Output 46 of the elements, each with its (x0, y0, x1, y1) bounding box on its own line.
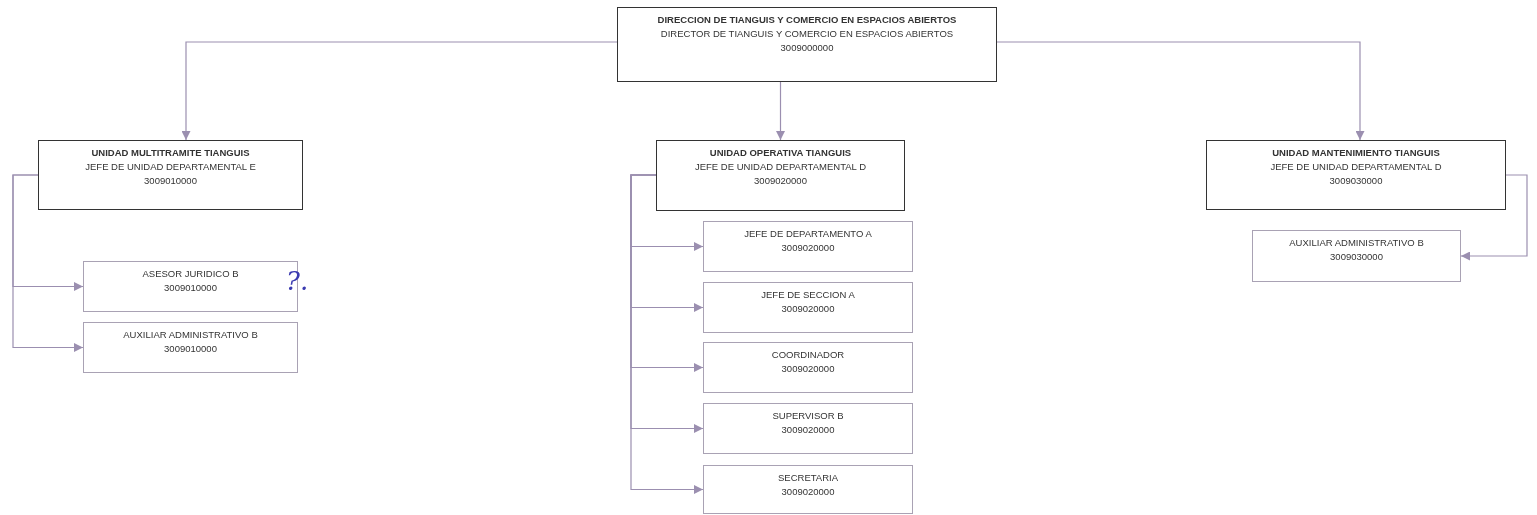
position-code: 3009020000 (780, 362, 836, 376)
position-box (703, 465, 913, 514)
unit-box (38, 140, 303, 210)
unit-title: COORDINADOR (770, 348, 846, 362)
unit-box (1206, 140, 1506, 210)
connector-arrow (181, 41, 618, 141)
position-code: 3009010000 (163, 281, 218, 295)
position-code: 3009000000 (779, 41, 835, 55)
unit-title: UNIDAD OPERATIVA TIANGUIS (708, 146, 853, 160)
position-box (703, 282, 913, 333)
position-code: 3009020000 (753, 174, 808, 188)
unit-box (617, 7, 997, 82)
unit-title: SUPERVISOR B (771, 409, 845, 423)
position-title: DIRECTOR DE TIANGUIS Y COMERCIO EN ESPACIOS ABIERTOS (659, 27, 955, 41)
position-code: 3009010000 (143, 174, 198, 188)
position-box (703, 221, 913, 272)
position-box (1252, 230, 1461, 282)
unit-box (656, 140, 905, 211)
position-title: JEFE DE UNIDAD DEPARTAMENTAL E (84, 160, 257, 174)
handwritten-note: ?. (286, 266, 309, 296)
unit-title: AUXILIAR ADMINISTRATIVO B (1288, 236, 1425, 250)
position-box (83, 322, 298, 373)
unit-title: UNIDAD MULTITRAMITE TIANGUIS (90, 146, 251, 160)
position-box (703, 403, 913, 454)
position-code: 3009020000 (780, 423, 836, 437)
connector-arrow (12, 174, 84, 352)
connector-arrow (996, 41, 1365, 141)
unit-title: JEFE DE SECCION A (760, 288, 856, 302)
position-code: 3009020000 (780, 241, 836, 255)
unit-title: SECRETARIA (777, 471, 839, 485)
position-code: 3009020000 (780, 302, 836, 316)
position-title: JEFE DE UNIDAD DEPARTAMENTAL D (694, 160, 867, 174)
position-box (703, 342, 913, 393)
connector-arrow (1460, 174, 1528, 261)
unit-title: JEFE DE DEPARTAMENTO A (743, 227, 873, 241)
unit-title: AUXILIAR ADMINISTRATIVO B (122, 328, 259, 342)
unit-title: UNIDAD MANTENIMIENTO TIANGUIS (1271, 146, 1441, 160)
position-code: 3009030000 (1329, 250, 1384, 264)
connector-arrow (776, 81, 785, 141)
unit-title: DIRECCION DE TIANGUIS Y COMERCIO EN ESPACIOS ABIERTOS (656, 13, 958, 27)
position-title: JEFE DE UNIDAD DEPARTAMENTAL D (1269, 160, 1443, 174)
position-code: 3009020000 (780, 485, 836, 499)
unit-title: ASESOR JURIDICO B (141, 267, 240, 281)
position-code: 3009030000 (1328, 174, 1384, 188)
position-code: 3009010000 (163, 342, 218, 356)
connector-arrow (630, 174, 704, 494)
